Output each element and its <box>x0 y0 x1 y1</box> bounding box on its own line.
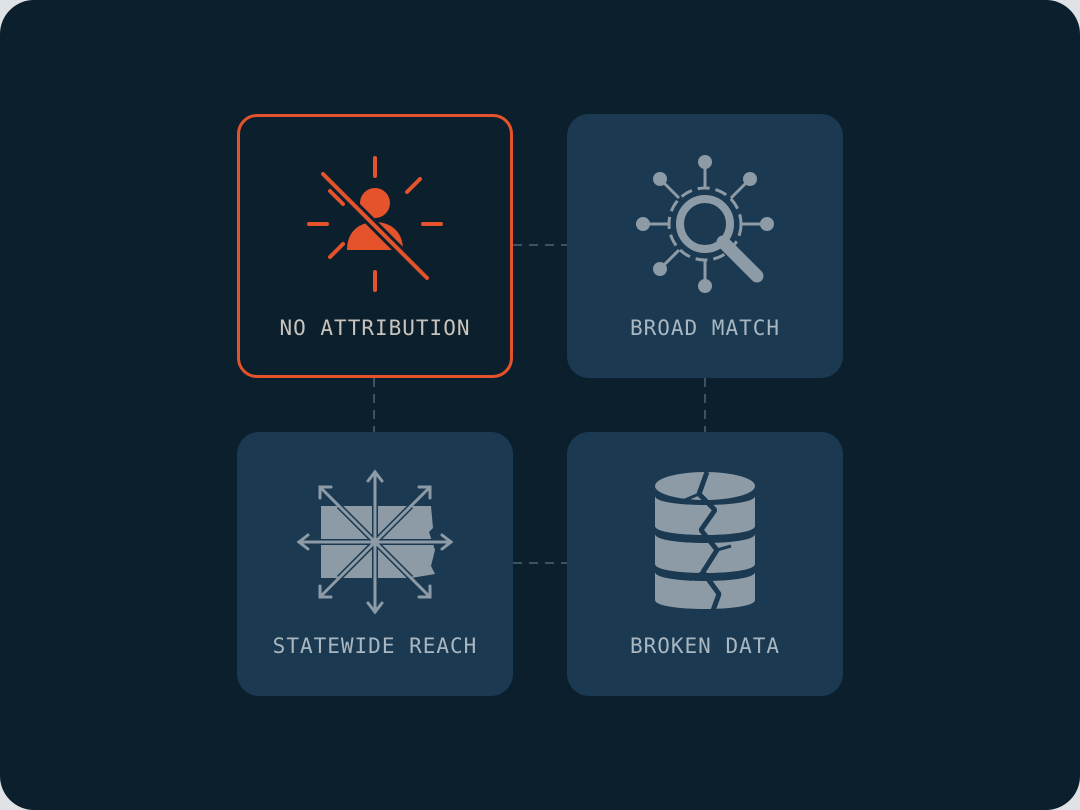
broken-database-icon <box>567 432 843 632</box>
tile-no-attribution: NO ATTRIBUTION <box>237 114 513 378</box>
tile-label: BROAD MATCH <box>629 316 781 340</box>
tile-label: STATEWIDE REACH <box>272 634 478 658</box>
user-off-icon <box>240 117 516 317</box>
tile-broad-match: BROAD MATCH <box>567 114 843 378</box>
statewide-arrows-icon <box>237 432 513 632</box>
tile-label: BROKEN DATA <box>629 634 781 658</box>
network-search-icon <box>567 114 843 314</box>
tile-statewide-reach: STATEWIDE REACH <box>237 432 513 696</box>
tile-broken-data: BROKEN DATA <box>567 432 843 696</box>
tile-label: NO ATTRIBUTION <box>279 316 471 340</box>
